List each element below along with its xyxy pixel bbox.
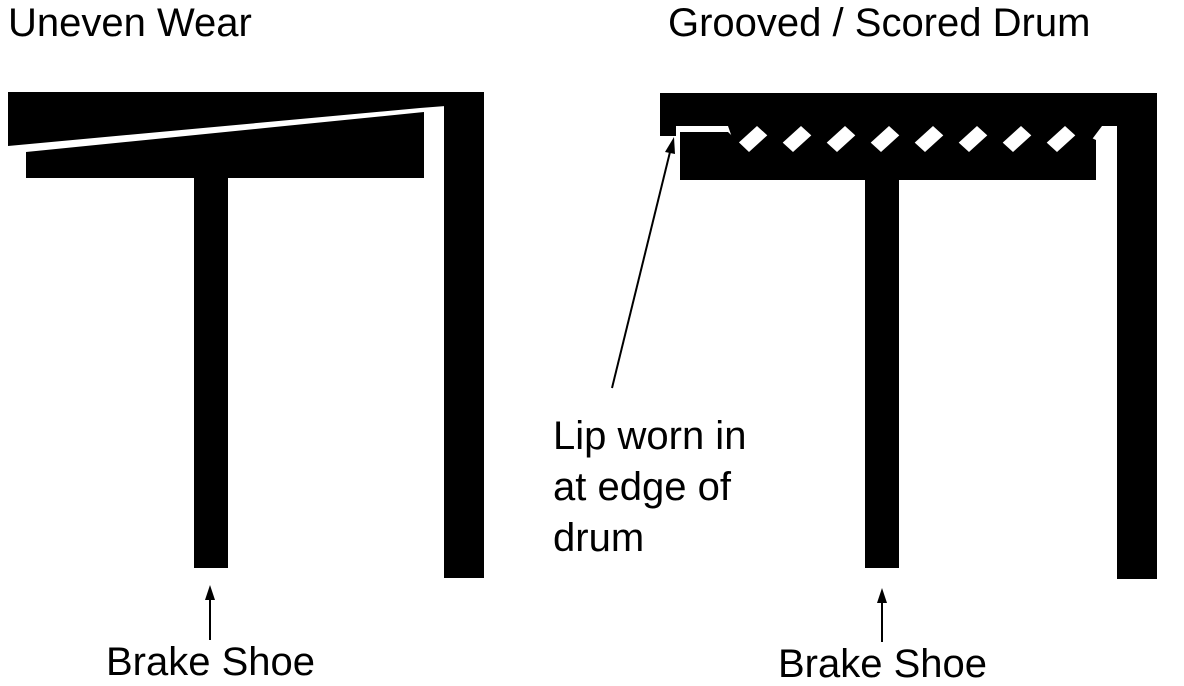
grooved-drum-panel: Grooved / Scored Drum Lip worn in at edg… bbox=[553, 1, 1157, 686]
lip-callout-arrow bbox=[611, 137, 675, 389]
uneven-shoe-lining bbox=[26, 112, 424, 178]
uneven-shoe-label: Brake Shoe bbox=[106, 640, 315, 684]
uneven-drum-wall bbox=[444, 92, 484, 578]
lip-callout: Lip worn in at edge of drum bbox=[553, 414, 758, 560]
lip-callout-line-2: at edge of bbox=[553, 465, 732, 509]
uneven-shoe-arrow bbox=[205, 585, 215, 640]
lip-callout-line-1: Lip worn in bbox=[553, 414, 746, 458]
grooved-shoe-arrow bbox=[877, 588, 887, 642]
grooved-drum-title: Grooved / Scored Drum bbox=[668, 1, 1090, 45]
uneven-drum-top bbox=[8, 92, 484, 146]
grooved-drum-top bbox=[660, 93, 1157, 146]
uneven-wear-title: Uneven Wear bbox=[8, 1, 252, 45]
lip-callout-line-3: drum bbox=[553, 516, 644, 560]
grooved-drum-wall bbox=[1117, 93, 1157, 579]
uneven-wear-panel: Uneven Wear Brake Shoe bbox=[8, 1, 484, 684]
uneven-shoe-web bbox=[194, 176, 228, 568]
grooved-shoe-label: Brake Shoe bbox=[778, 642, 987, 686]
grooved-shoe-lining bbox=[680, 132, 1096, 180]
grooved-shoe-web bbox=[865, 178, 899, 568]
